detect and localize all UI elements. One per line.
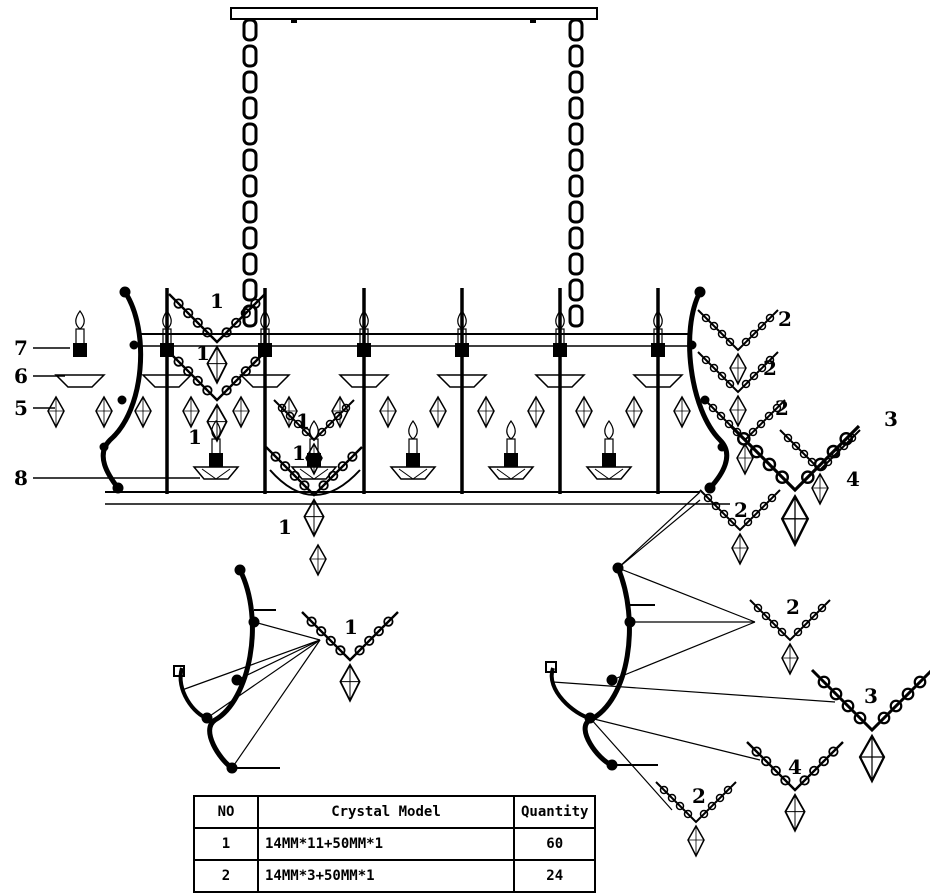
main-label-1c: 1 [188, 425, 202, 449]
main-label-1a: 1 [210, 289, 224, 313]
callout-lines [33, 347, 200, 479]
callout-5: 5 [14, 396, 28, 420]
row-crystal-model: 14MM*3+50MM*1 [257, 859, 515, 893]
callout-7: 7 [14, 336, 28, 360]
detail-right-label-2b: 2 [692, 784, 706, 808]
right-label-2a: 2 [778, 307, 792, 331]
detail-right-label-2a: 2 [786, 595, 800, 619]
row-quantity: 60 [512, 827, 597, 861]
right-label-2d: 2 [734, 498, 748, 522]
right-label-4: 4 [846, 467, 860, 491]
header-quantity: Quantity [512, 795, 597, 829]
header-crystal-model: Crystal Model [257, 795, 515, 829]
main-label-1f: 1 [278, 515, 292, 539]
right-detail-arm [545, 562, 836, 811]
left-detail-arm [173, 564, 321, 774]
right-label-2c: 2 [775, 396, 789, 420]
main-label-1b: 1 [196, 341, 210, 365]
callout-numbers: 7 6 5 8 1 1 1 1 1 1 2 2 2 3 4 2 1 2 3 4 … [14, 289, 898, 808]
header-no: NO [193, 795, 259, 829]
right-label-3: 3 [884, 407, 898, 431]
row-quantity: 24 [512, 859, 597, 893]
lower-candle-row [193, 420, 632, 480]
detail-right-label-4: 4 [788, 755, 802, 779]
detail-leader-lines [617, 491, 701, 569]
table-row: 2 14MM*3+50MM*1 24 [193, 859, 597, 893]
ceiling-canopy [230, 7, 598, 23]
table-header-row: NO Crystal Model Quantity [193, 795, 597, 829]
vertical-posts [165, 288, 660, 494]
main-label-1d: 1 [296, 409, 310, 433]
callout-8: 8 [14, 466, 28, 490]
row-no: 2 [193, 859, 259, 893]
right-curved-arm [672, 286, 730, 494]
right-label-2b: 2 [763, 356, 777, 380]
chandelier-assembly-drawing: 7 6 5 8 1 1 1 1 1 1 2 2 2 3 4 2 1 2 3 4 … [14, 7, 930, 869]
main-label-1e: 1 [292, 441, 306, 465]
detail-left-label-1: 1 [344, 615, 358, 639]
left-hanging-chain [242, 18, 258, 328]
row-no: 1 [193, 827, 259, 861]
detail-right-label-3: 3 [864, 684, 878, 708]
right-crystal-strands [698, 310, 860, 564]
upper-candle-row [47, 310, 691, 428]
left-curved-arm [99, 286, 160, 494]
right-hanging-chain [568, 18, 584, 328]
crystal-model-table: NO Crystal Model Quantity 1 14MM*11+50MM… [193, 795, 597, 893]
main-crystal-swags [169, 294, 362, 576]
table-row: 1 14MM*11+50MM*1 60 [193, 827, 597, 861]
callout-6: 6 [14, 364, 28, 388]
row-crystal-model: 14MM*11+50MM*1 [257, 827, 515, 861]
